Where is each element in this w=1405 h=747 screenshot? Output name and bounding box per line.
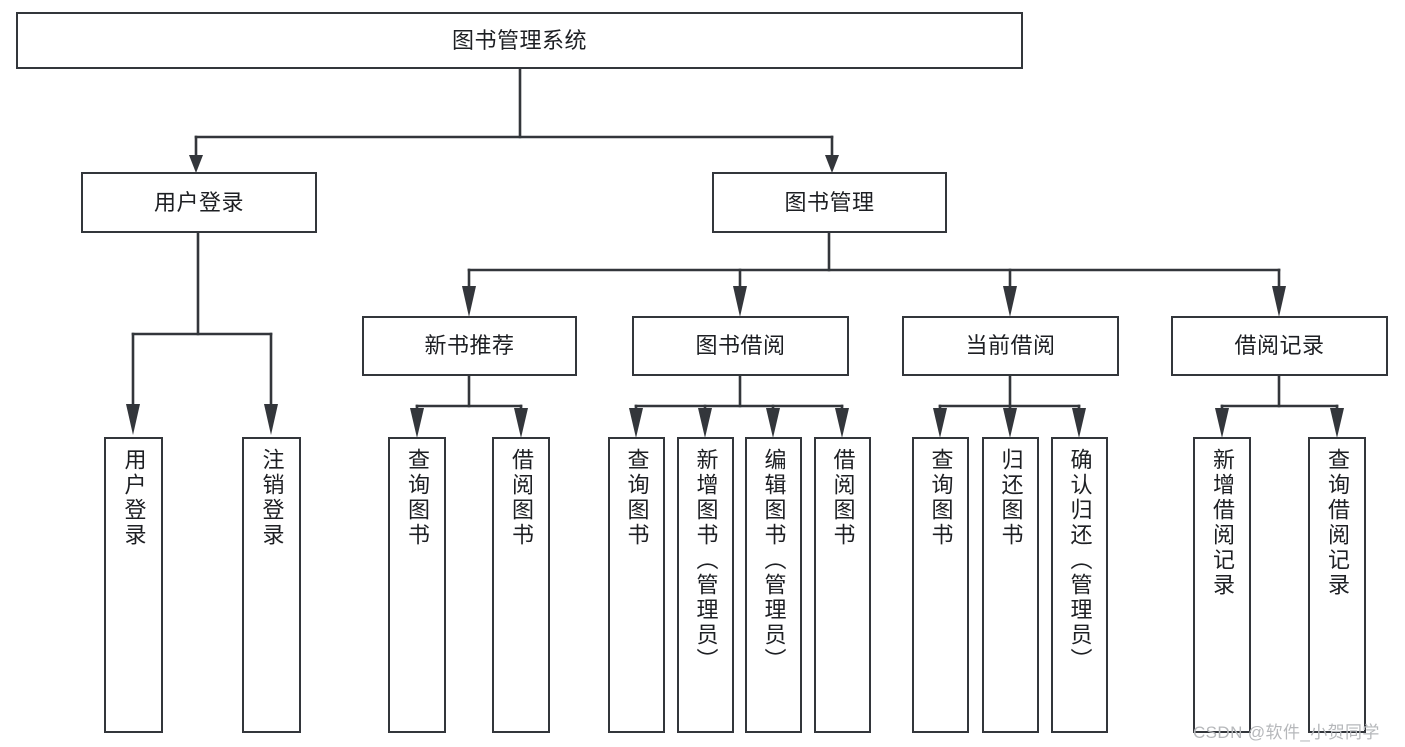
node-book-management[interactable]: 图书管理 xyxy=(712,172,947,233)
leaf-user-login-login[interactable]: 用户登录 xyxy=(104,437,163,733)
node-current-borrow[interactable]: 当前借阅 xyxy=(902,316,1119,376)
leaf-user-login-logout[interactable]: 注销登录 xyxy=(242,437,301,733)
leaf-record-add-record-label: 新增借阅记录 xyxy=(1210,448,1235,598)
arrowhead-l3-1 xyxy=(462,286,476,317)
leaf-record-add-record[interactable]: 新增借阅记录 xyxy=(1193,437,1251,733)
arrowhead-userlogin-leaf-1 xyxy=(126,404,140,435)
leaf-current-query-book-label: 查询图书 xyxy=(928,448,954,548)
leaf-borrow-borrow-book[interactable]: 借阅图书 xyxy=(814,437,871,733)
leaf-current-confirm-return[interactable]: 确认归还（管理员） xyxy=(1051,437,1108,733)
node-new-book-recommend-label: 新书推荐 xyxy=(424,333,515,359)
leaf-newbook-query-book-label: 查询图书 xyxy=(405,448,430,548)
csdn-watermark: CSDN @软件_小贺同学 xyxy=(1193,723,1380,742)
leaf-user-login-login-label: 用户登录 xyxy=(121,448,147,548)
arrowheads-layer xyxy=(126,155,1344,438)
leaf-record-query-record-label: 查询借阅记录 xyxy=(1325,448,1350,598)
leaf-borrow-borrow-book-label: 借阅图书 xyxy=(830,448,856,548)
leaf-current-return-book[interactable]: 归还图书 xyxy=(982,437,1039,733)
arrowhead-l3-4 xyxy=(1272,286,1286,317)
node-new-book-recommend[interactable]: 新书推荐 xyxy=(362,316,577,376)
arrowhead-borrow-leaf-2 xyxy=(698,408,712,438)
arrowhead-user-login xyxy=(189,155,203,173)
leaf-borrow-query-book-label: 查询图书 xyxy=(624,448,650,548)
node-book-borrow[interactable]: 图书借阅 xyxy=(632,316,849,376)
node-user-login[interactable]: 用户登录 xyxy=(81,172,317,233)
node-borrow-record[interactable]: 借阅记录 xyxy=(1171,316,1388,376)
node-borrow-record-label: 借阅记录 xyxy=(1234,333,1325,359)
node-user-login-label: 用户登录 xyxy=(153,189,244,215)
arrowhead-borrow-leaf-3 xyxy=(766,408,780,438)
leaf-user-login-logout-label: 注销登录 xyxy=(259,448,285,548)
leaf-current-return-book-label: 归还图书 xyxy=(998,448,1024,548)
arrowhead-record-leaf-2 xyxy=(1330,408,1344,438)
leaf-borrow-edit-book-label: 编辑图书（管理员） xyxy=(761,448,787,673)
arrowhead-book-mgmt xyxy=(825,155,839,173)
leaf-newbook-borrow-book[interactable]: 借阅图书 xyxy=(492,437,550,733)
node-book-management-label: 图书管理 xyxy=(784,189,875,215)
leaf-newbook-query-book[interactable]: 查询图书 xyxy=(388,437,446,733)
arrowhead-current-leaf-1 xyxy=(933,408,947,438)
node-book-borrow-label: 图书借阅 xyxy=(695,333,786,359)
arrowhead-current-leaf-3 xyxy=(1072,408,1086,438)
node-root-system[interactable]: 图书管理系统 xyxy=(16,12,1023,69)
leaf-borrow-edit-book[interactable]: 编辑图书（管理员） xyxy=(745,437,802,733)
leaf-borrow-add-book-label: 新增图书（管理员） xyxy=(693,448,719,673)
leaf-borrow-add-book[interactable]: 新增图书（管理员） xyxy=(677,437,734,733)
arrowhead-userlogin-leaf-2 xyxy=(264,404,278,435)
arrowhead-borrow-leaf-1 xyxy=(629,408,643,438)
arrowhead-newbook-leaf-1 xyxy=(410,408,424,438)
leaf-current-query-book[interactable]: 查询图书 xyxy=(912,437,969,733)
leaf-current-confirm-return-label: 确认归还（管理员） xyxy=(1067,448,1093,673)
leaf-newbook-borrow-book-label: 借阅图书 xyxy=(509,448,534,548)
leaf-record-query-record[interactable]: 查询借阅记录 xyxy=(1308,437,1366,733)
node-current-borrow-label: 当前借阅 xyxy=(965,333,1056,359)
arrowhead-record-leaf-1 xyxy=(1215,408,1229,438)
arrowhead-newbook-leaf-2 xyxy=(514,408,528,438)
arrowhead-borrow-leaf-4 xyxy=(835,408,849,438)
leaf-borrow-query-book[interactable]: 查询图书 xyxy=(608,437,665,733)
arrowhead-current-leaf-2 xyxy=(1003,408,1017,438)
node-root-label: 图书管理系统 xyxy=(451,27,587,53)
arrowhead-l3-3 xyxy=(1003,286,1017,317)
arrowhead-l3-2 xyxy=(733,286,747,317)
